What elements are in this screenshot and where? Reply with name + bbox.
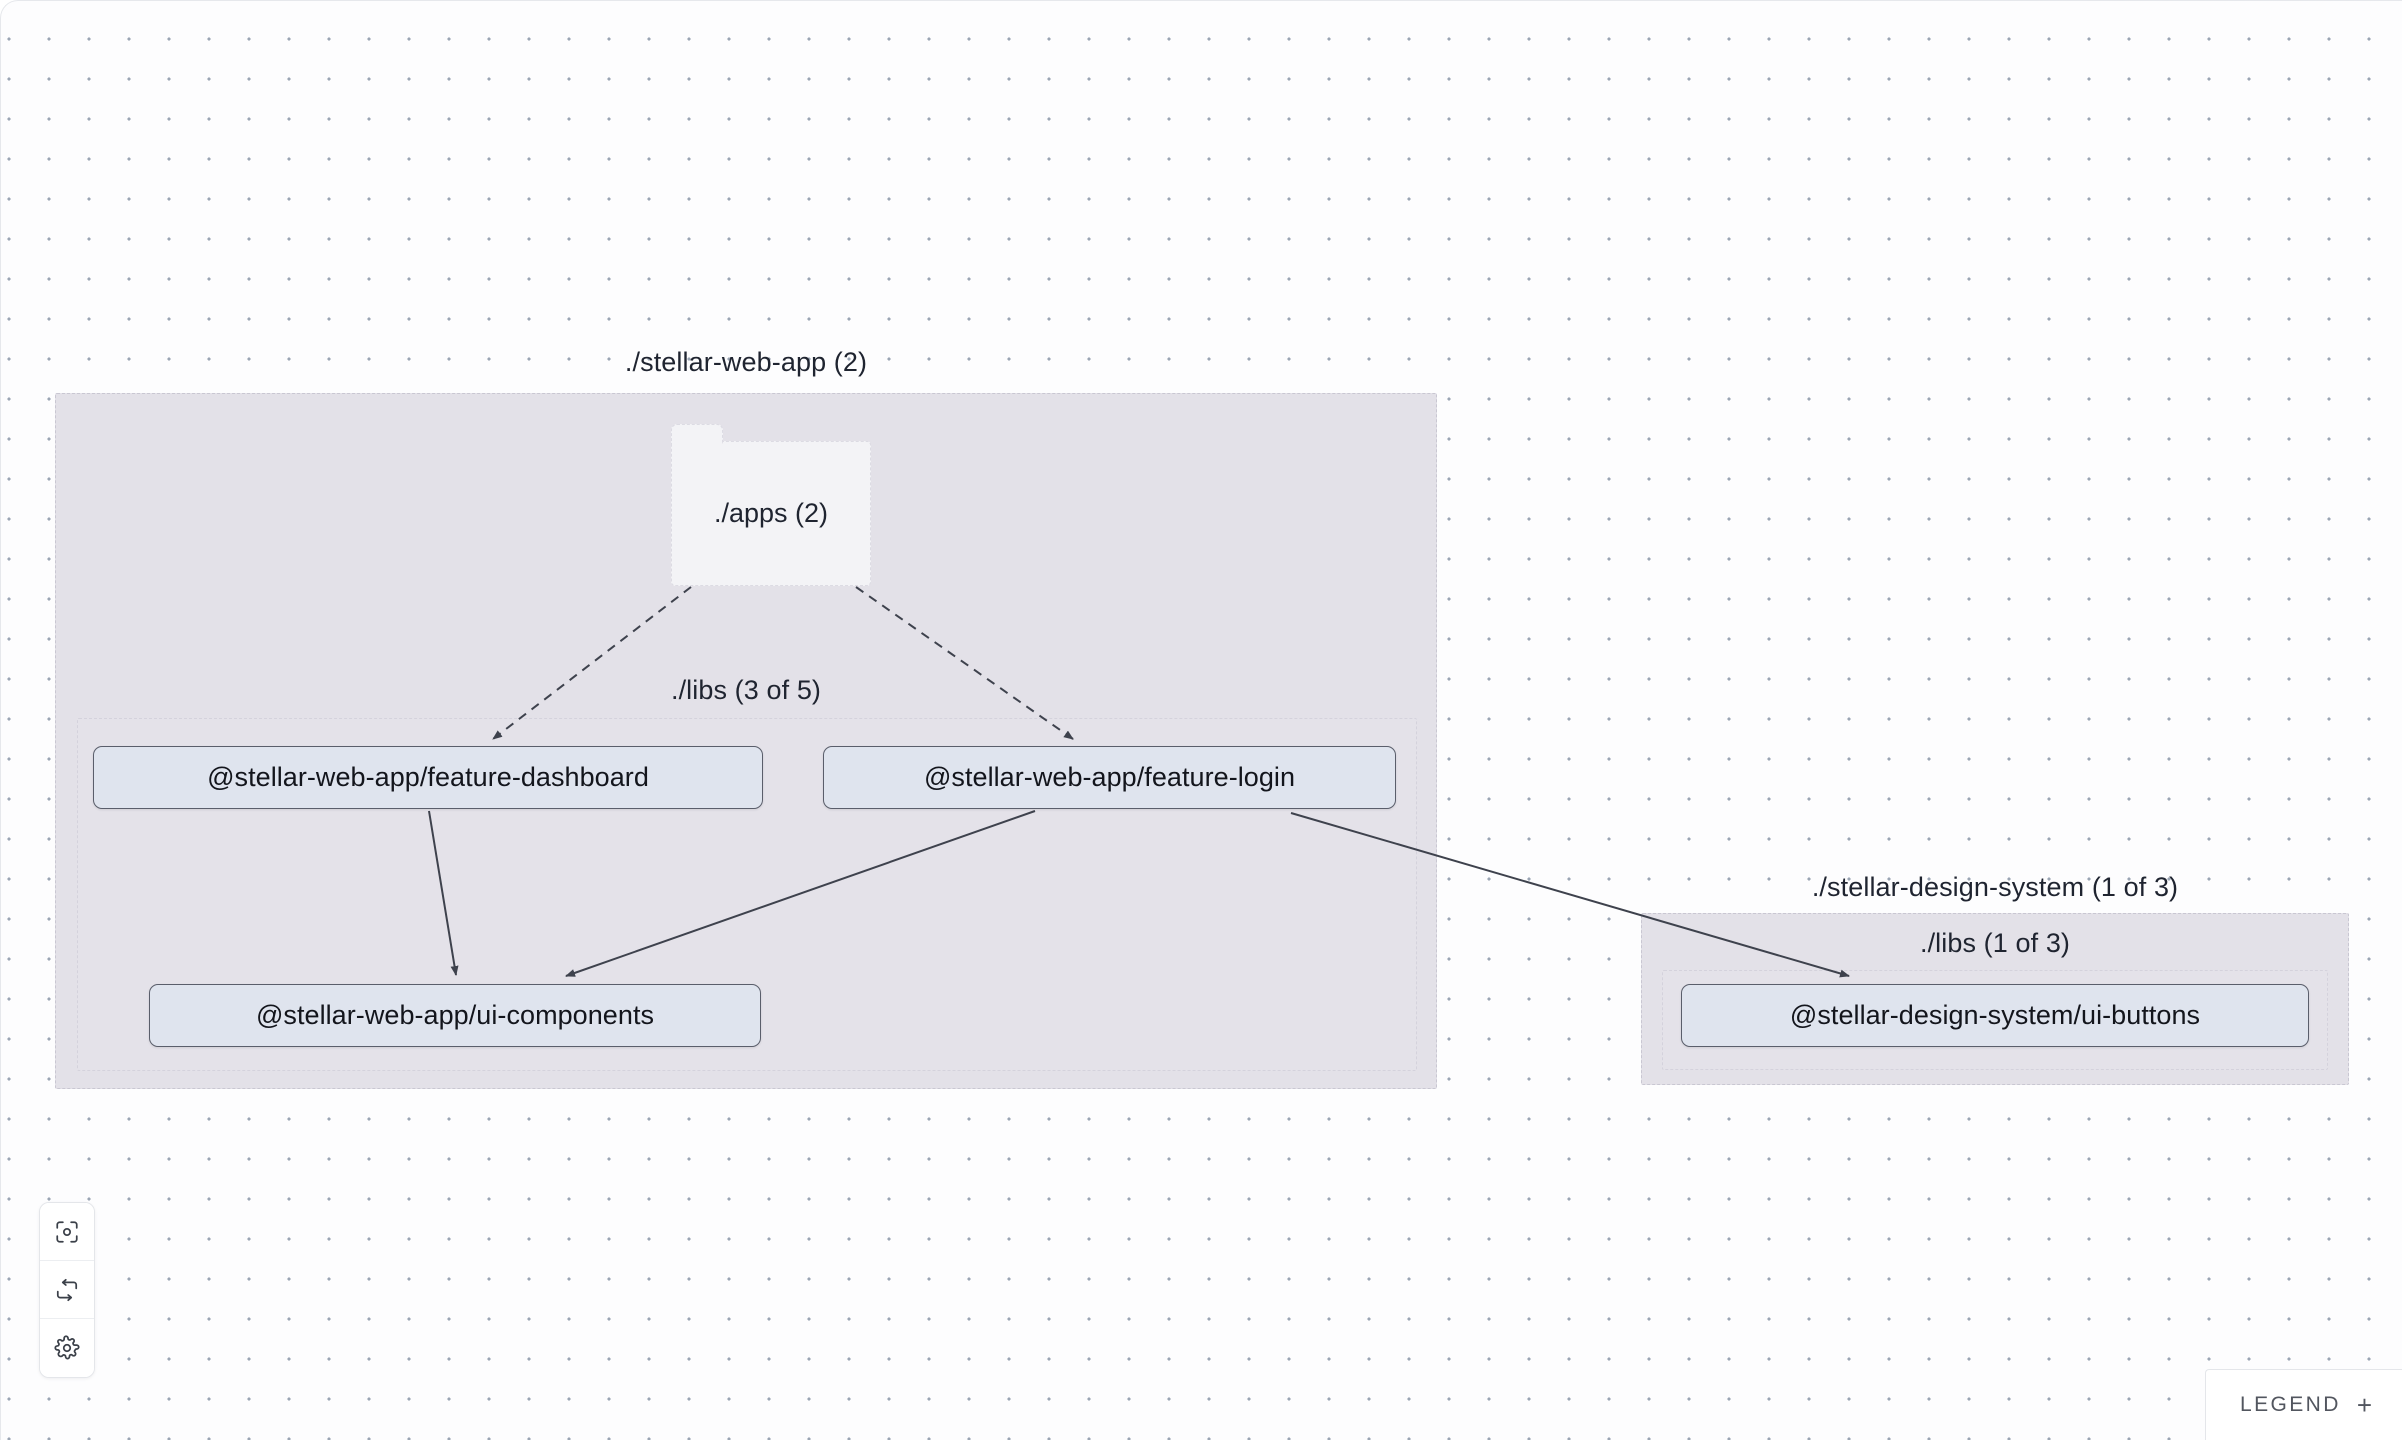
refresh-sync-button[interactable]	[40, 1261, 94, 1319]
node-label-ui-buttons: @stellar-design-system/ui-buttons	[1789, 1000, 2201, 1030]
folder-tab-icon	[670, 424, 723, 444]
legend-panel[interactable]: LEGEND +	[2205, 1369, 2402, 1440]
group-label-stellar-web-app: ./stellar-web-app (2)	[624, 347, 868, 377]
node-feature-login[interactable]: @stellar-web-app/feature-login	[823, 746, 1396, 809]
node-ui-buttons[interactable]: @stellar-design-system/ui-buttons	[1681, 984, 2309, 1047]
settings-button[interactable]	[40, 1319, 94, 1377]
node-label-feature-login: @stellar-web-app/feature-login	[923, 762, 1296, 792]
group-label-stellar-design-system: ./stellar-design-system (1 of 3)	[1811, 872, 2179, 902]
node-label-ui-components: @stellar-web-app/ui-components	[255, 1000, 655, 1030]
folder-node-label-apps: ./apps (2)	[713, 498, 829, 528]
focus-target-icon	[54, 1219, 80, 1245]
node-label-feature-dashboard: @stellar-web-app/feature-dashboard	[207, 762, 649, 792]
refresh-sync-icon	[54, 1277, 80, 1303]
gear-icon	[54, 1335, 80, 1361]
group-label-stellar-design-system-libs: ./libs (1 of 3)	[1919, 928, 2071, 958]
focus-target-button[interactable]	[40, 1203, 94, 1261]
group-label-stellar-web-app-libs: ./libs (3 of 5)	[670, 675, 822, 705]
node-ui-components[interactable]: @stellar-web-app/ui-components	[149, 984, 761, 1047]
folder-node-apps[interactable]: ./apps (2)	[670, 424, 871, 586]
legend-expand-icon[interactable]: +	[2356, 1390, 2372, 1420]
legend-label: LEGEND	[2240, 1393, 2341, 1416]
node-feature-dashboard[interactable]: @stellar-web-app/feature-dashboard	[93, 746, 763, 809]
canvas-controls[interactable]	[39, 1202, 95, 1378]
